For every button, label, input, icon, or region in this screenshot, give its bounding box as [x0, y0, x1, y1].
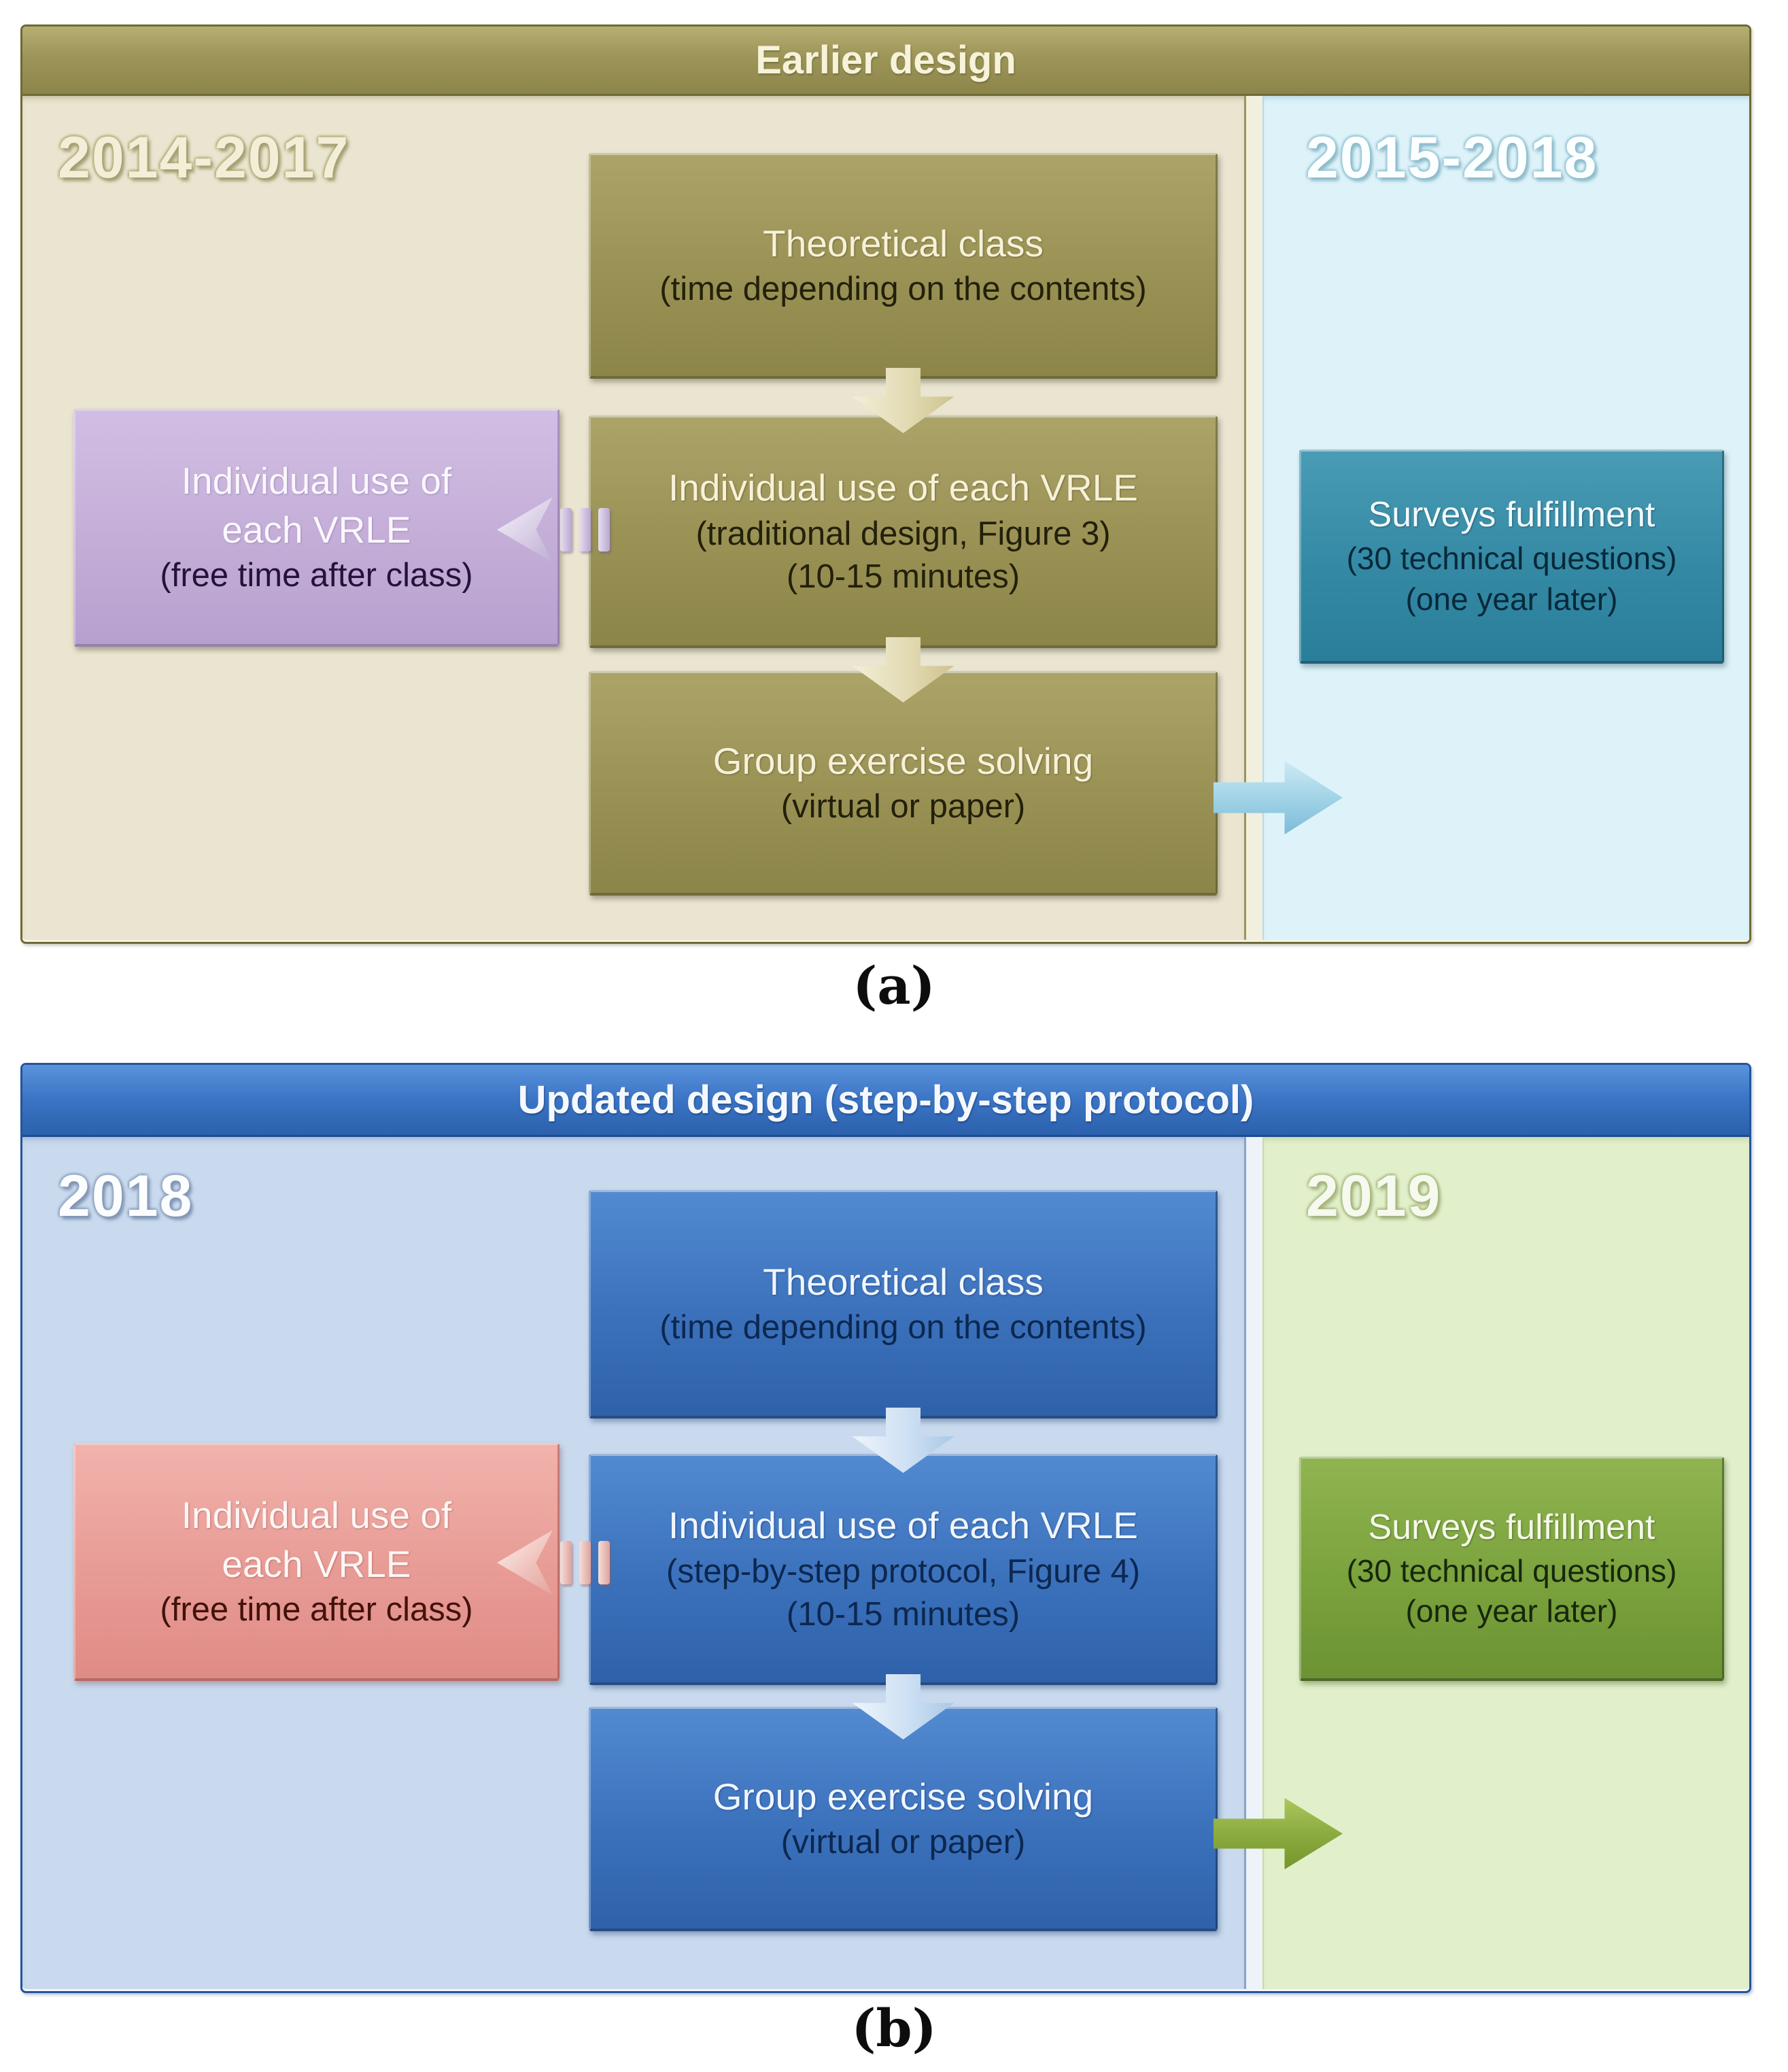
box-theoretical-class-a: Theoretical class (time depending on the… — [589, 153, 1218, 379]
box-title-line: Individual use of — [181, 1494, 452, 1537]
box-group-exercise-a: Group exercise solving (virtual or paper… — [589, 671, 1218, 896]
arrow-dash — [560, 508, 572, 551]
box-subtitle: (free time after class) — [160, 1591, 473, 1629]
panel-updated-design-title: Updated design (step-by-step protocol) — [517, 1078, 1254, 1122]
section-2018: 2018 Individual use of each VRLE (free t… — [22, 1137, 1246, 1989]
flow-column-b: Theoretical class (time depending on the… — [589, 1137, 1218, 1989]
box-title: Group exercise solving — [712, 739, 1094, 782]
arrow-dash — [579, 508, 591, 551]
box-individual-use-free-time-a: Individual use of each VRLE (free time a… — [73, 409, 560, 647]
year-label-2019: 2019 — [1306, 1164, 1442, 1229]
box-title-line: each VRLE — [222, 508, 411, 551]
arrow-dash — [579, 1541, 591, 1584]
caption-b: (b) — [851, 1998, 937, 2058]
dashed-left-arrow-icon-a — [497, 497, 610, 562]
box-subtitle: (step-by-step protocol, Figure 4) — [666, 1552, 1141, 1590]
box-title: Individual use of each VRLE — [668, 466, 1138, 509]
section-2014-2017: 2014-2017 Individual use of each VRLE (f… — [22, 96, 1246, 940]
box-theoretical-class-b: Theoretical class (time depending on the… — [589, 1190, 1218, 1419]
panel-updated-design-header: Updated design (step-by-step protocol) — [22, 1065, 1749, 1137]
panel-earlier-design: Earlier design 2014-2017 Individual use … — [20, 24, 1751, 944]
caption-a: (a) — [853, 955, 935, 1016]
box-subtitle: (30 technical questions) — [1346, 541, 1677, 576]
panel-updated-design-body: 2018 Individual use of each VRLE (free t… — [22, 1137, 1749, 1989]
section-2015-2018: 2015-2018 Surveys fulfillment (30 techni… — [1262, 96, 1749, 940]
box-surveys-fulfillment-a: Surveys fulfillment (30 technical questi… — [1299, 449, 1724, 664]
box-subtitle: (10-15 minutes) — [786, 1596, 1020, 1633]
box-title: Group exercise solving — [712, 1775, 1094, 1818]
section-2019: 2019 Surveys fulfillment (30 technical q… — [1262, 1137, 1749, 1989]
arrow-head — [497, 1530, 553, 1595]
box-subtitle: (one year later) — [1405, 1593, 1618, 1629]
box-title: Surveys fulfillment — [1368, 495, 1655, 535]
box-individual-use-vrle-a: Individual use of each VRLE (traditional… — [589, 415, 1218, 648]
box-title: Surveys fulfillment — [1368, 1507, 1655, 1547]
panel-earlier-design-title: Earlier design — [755, 38, 1016, 82]
box-individual-use-free-time-b: Individual use of each VRLE (free time a… — [73, 1443, 560, 1681]
box-subtitle: (time depending on the contents) — [659, 1309, 1147, 1346]
box-subtitle: (free time after class) — [160, 557, 473, 594]
arrow-dash — [598, 508, 610, 551]
box-individual-use-vrle-b: Individual use of each VRLE (step-by-ste… — [589, 1454, 1218, 1685]
dashed-left-arrow-icon-b — [497, 1530, 610, 1595]
arrow-dash — [560, 1541, 572, 1584]
box-surveys-fulfillment-b: Surveys fulfillment (30 technical questi… — [1299, 1457, 1724, 1681]
box-subtitle: (time depending on the contents) — [659, 271, 1147, 308]
box-subtitle: (30 technical questions) — [1346, 1552, 1677, 1589]
box-subtitle: (traditional design, Figure 3) — [695, 515, 1111, 552]
year-label-2014-2017: 2014-2017 — [58, 125, 350, 190]
arrow-head — [497, 497, 553, 562]
box-title-line: each VRLE — [222, 1542, 411, 1585]
box-group-exercise-b: Group exercise solving (virtual or paper… — [589, 1707, 1218, 1931]
year-label-2015-2018: 2015-2018 — [1306, 125, 1598, 190]
panel-updated-design: Updated design (step-by-step protocol) 2… — [20, 1063, 1751, 1993]
box-subtitle: (virtual or paper) — [780, 788, 1026, 826]
box-title: Individual use of each VRLE — [668, 1504, 1138, 1547]
year-label-2018: 2018 — [58, 1164, 194, 1229]
box-subtitle: (one year later) — [1405, 581, 1618, 617]
panel-earlier-design-body: 2014-2017 Individual use of each VRLE (f… — [22, 96, 1749, 940]
panel-earlier-design-header: Earlier design — [22, 27, 1749, 96]
box-title: Theoretical class — [763, 222, 1044, 265]
box-subtitle: (virtual or paper) — [780, 1824, 1026, 1861]
box-subtitle: (10-15 minutes) — [786, 558, 1020, 596]
box-title: Theoretical class — [763, 1260, 1044, 1303]
box-title-line: Individual use of — [181, 460, 452, 503]
arrow-dash — [598, 1541, 610, 1584]
flow-column-a: Theoretical class (time depending on the… — [589, 96, 1218, 940]
